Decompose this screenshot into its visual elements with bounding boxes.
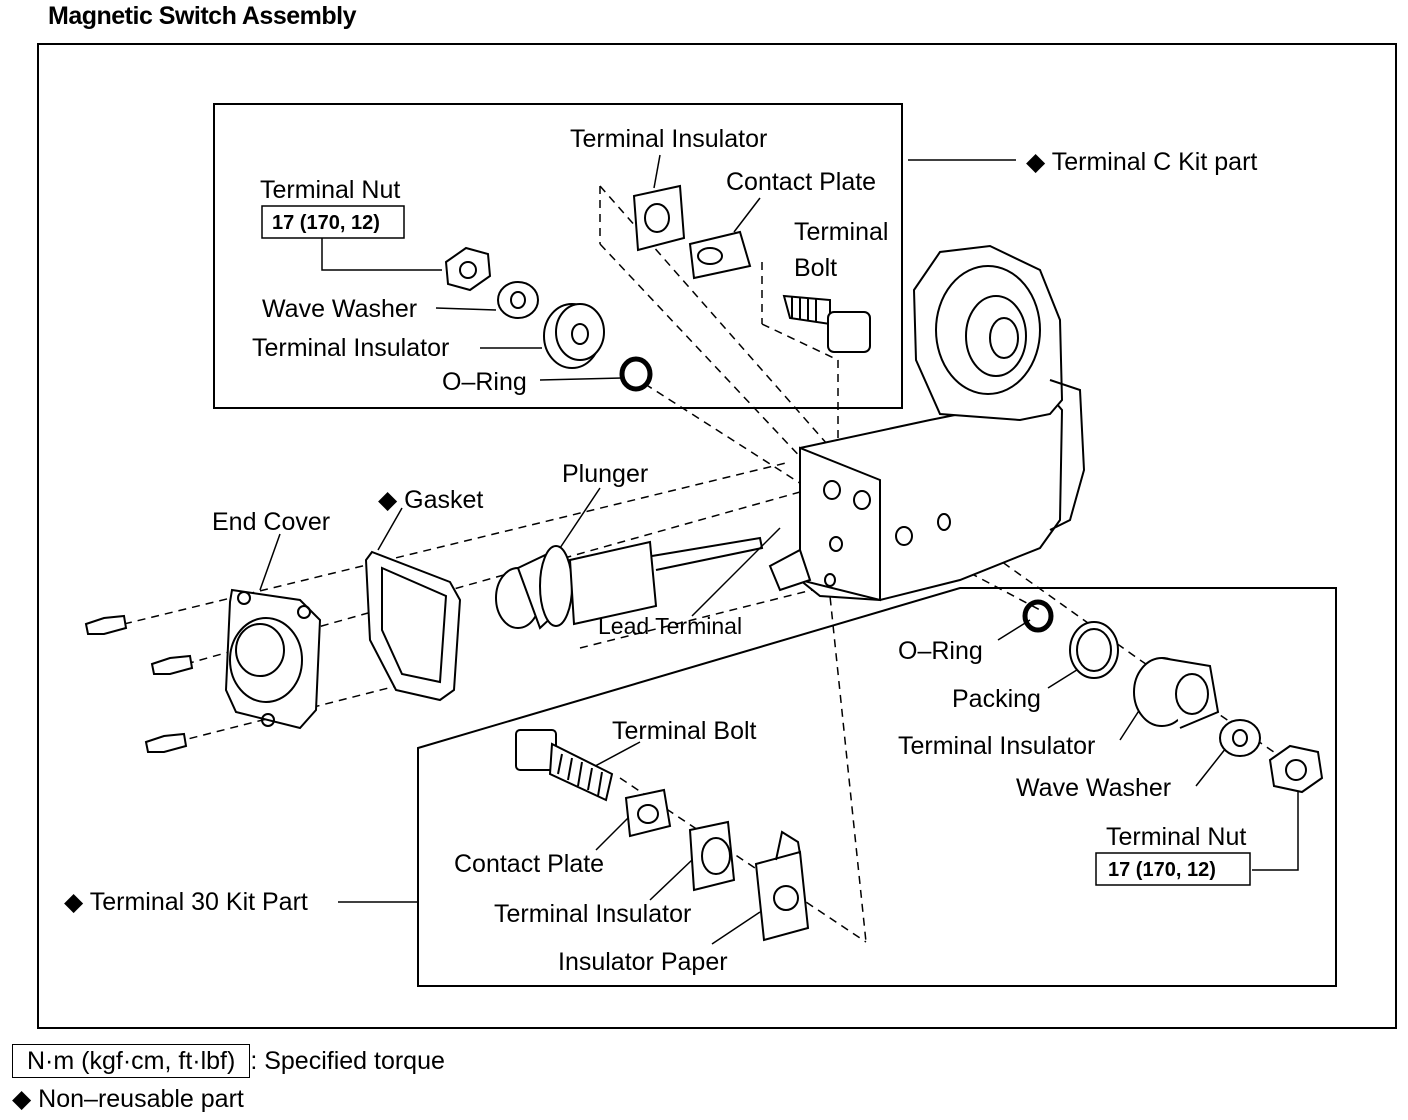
terminal-nut-top-part	[444, 246, 492, 292]
label-terminal-nut-top: Terminal Nut	[260, 176, 400, 204]
legend-torque-unit-box: N·m (kgf·cm, ft·lbf)	[12, 1044, 251, 1078]
contact-plate-bottom-part	[624, 788, 672, 838]
label-terminal-insulator-left: Terminal Insulator	[252, 334, 449, 362]
packing-part	[1069, 621, 1119, 679]
terminal-bolt-bottom-part	[515, 729, 614, 802]
terminal-c-kit-box	[213, 103, 903, 409]
torque-box-right	[1095, 852, 1251, 886]
label-wave-washer-top: Wave Washer	[262, 295, 417, 323]
terminal-bolt-upper-part	[782, 294, 871, 353]
terminal-30-kit-box	[417, 587, 1337, 987]
plunger-part	[495, 536, 764, 630]
screws	[84, 614, 194, 753]
label-terminal-bolt-top-line1: Terminal	[794, 218, 888, 246]
label-contact-plate-top: Contact Plate	[726, 168, 876, 196]
label-terminal-insulator-right: Terminal Insulator	[898, 732, 1095, 760]
label-o-ring-top: O–Ring	[442, 368, 527, 396]
legend-torque: N·m (kgf·cm, ft·lbf): Specified torque	[12, 1044, 445, 1078]
contact-plate-upper-part	[688, 230, 752, 280]
label-end-cover: End Cover	[212, 508, 330, 536]
label-terminal-c-kit: ◆ Terminal C Kit part	[1026, 148, 1257, 176]
magnetic-switch-housing	[768, 244, 1086, 602]
label-terminal-bolt-top-line2: Bolt	[794, 254, 837, 282]
torque-value-top: 17 (170, 12)	[272, 212, 380, 234]
insulator-paper-part	[754, 830, 810, 942]
terminal-insulator-bottom-part	[688, 820, 736, 892]
gasket-part	[364, 550, 462, 702]
label-gasket: ◆ Gasket	[378, 486, 483, 514]
label-terminal-insulator-bottom: Terminal Insulator	[494, 900, 691, 928]
terminal-insulator-right-part	[1133, 657, 1220, 729]
o-ring-right-part	[1022, 599, 1054, 633]
exploded-parts-diagram: Terminal Insulator Contact Plate Termina…	[37, 43, 1397, 1029]
torque-box-top	[261, 205, 405, 239]
label-insulator-paper: Insulator Paper	[558, 948, 728, 976]
torque-value-right: 17 (170, 12)	[1108, 859, 1216, 881]
label-terminal-bolt-bottom: Terminal Bolt	[612, 717, 757, 745]
label-contact-plate-bottom: Contact Plate	[454, 850, 604, 878]
label-terminal-insulator-top: Terminal Insulator	[570, 125, 767, 153]
label-wave-washer-right: Wave Washer	[1016, 774, 1171, 802]
terminal-insulator-top-part	[543, 303, 605, 369]
label-terminal-nut-right: Terminal Nut	[1106, 823, 1246, 851]
legend-torque-text: : Specified torque	[250, 1047, 445, 1075]
label-terminal-30-kit: ◆ Terminal 30 Kit Part	[64, 888, 308, 916]
legend-non-reusable: ◆ Non–reusable part	[12, 1085, 244, 1113]
wave-washer-top-part	[497, 281, 539, 319]
wave-washer-right-part	[1219, 719, 1261, 757]
label-packing: Packing	[952, 685, 1041, 713]
o-ring-top-part	[619, 356, 653, 392]
label-lead-terminal: Lead Terminal	[598, 613, 742, 639]
label-plunger: Plunger	[562, 460, 648, 488]
page-title: Magnetic Switch Assembly	[48, 2, 357, 30]
label-o-ring-right: O–Ring	[898, 637, 983, 665]
terminal-insulator-upper-part	[632, 184, 686, 252]
terminal-nut-right-part	[1268, 744, 1324, 794]
outer-frame	[37, 43, 1397, 1029]
end-cover-part	[224, 588, 322, 730]
